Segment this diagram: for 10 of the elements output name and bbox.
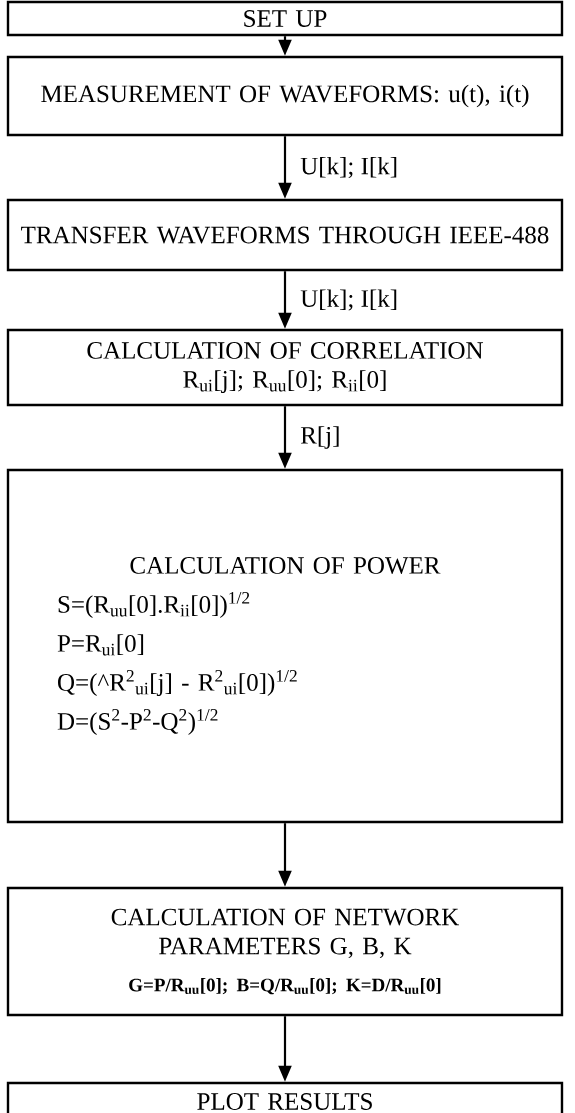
process-box: CALCULATION OF CORRELATION R$_{ui}$[j]; R$_{uu}$[0]; R$_{ii}$[0]	[6, 328, 564, 407]
edge-label: U[k]; I[k]	[300, 289, 397, 311]
process-box: PLOT RESULTS	[6, 1081, 564, 1113]
process-box: MEASUREMENT OF WAVEFORMS: u(t), i(t)	[6, 55, 564, 137]
process-box: CALCULATION OF POWER S=(R$_{uu}$[0].R$_{ii}$[0])$^{1/2}$ P=R$_{ui}$[0] Q=(^R$^{2}$$_{ui}$[j] - R$^{2}$$_{ui}$[0])$^{1/2}$ D=(S$^{2}$-P$^{2}$-Q$^{2}$)$^{1/2}$	[6, 468, 564, 824]
process-box: CALCULATION OF NETWORK PARAMETERS G, B, K G=P/R$_{uu}$[0]; B=Q/R$_{uu}$[0]; K=D/R$_{uu}$[0]	[6, 886, 564, 1017]
process-box: TRANSFER WAVEFORMS THROUGH IEEE-488	[6, 198, 564, 272]
edge-label: R[j]	[300, 426, 339, 449]
process-box: SET UP	[6, 0, 564, 37]
edge-label: U[k]; I[k]	[300, 156, 397, 179]
